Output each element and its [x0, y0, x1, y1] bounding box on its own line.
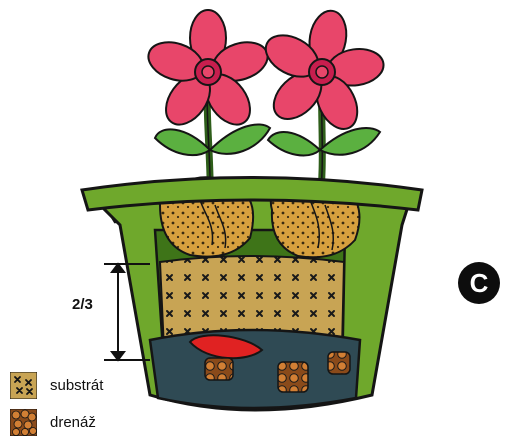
panel-letter-badge: C [458, 262, 500, 304]
drainage-block [328, 352, 350, 374]
legend-item-substrate: substrát [10, 372, 103, 398]
drainage-swatch [10, 409, 37, 436]
legend-item-drainage: drenáž [10, 409, 96, 435]
legend-label-substrate: substrát [50, 377, 103, 394]
ratio-label: 2/3 [72, 296, 93, 313]
drainage-block [278, 362, 308, 392]
substrate-swatch [10, 372, 37, 399]
drainage-block [205, 358, 233, 380]
legend-label-drainage: drenáž [50, 414, 96, 431]
